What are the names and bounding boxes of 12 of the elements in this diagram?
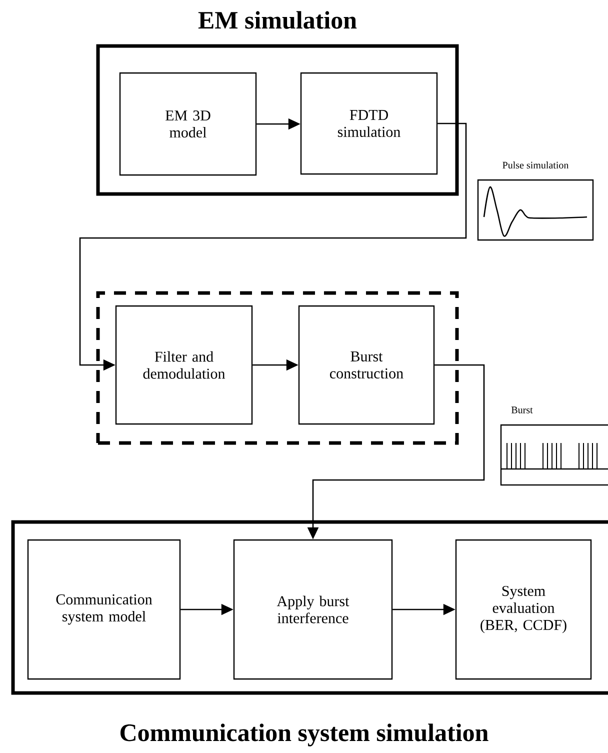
process-box: Burst construction — [298, 305, 435, 425]
heading: Communication system simulation — [120, 724, 488, 746]
process-box: FDTD simulation — [300, 72, 438, 175]
process-box: EM 3D model — [119, 72, 257, 176]
process-box: System evaluation (BER, CCDF) — [455, 539, 592, 680]
process-box: Apply burst interference — [233, 539, 393, 680]
heading: EM simulation — [198, 11, 357, 29]
plot-title: Burst — [511, 406, 533, 414]
dashed-group-frame — [96, 291, 459, 445]
process-box: Communication system model — [27, 539, 181, 680]
plot-title: Pulse simulation — [502, 161, 569, 169]
process-box: Filter and demodulation — [115, 305, 253, 425]
